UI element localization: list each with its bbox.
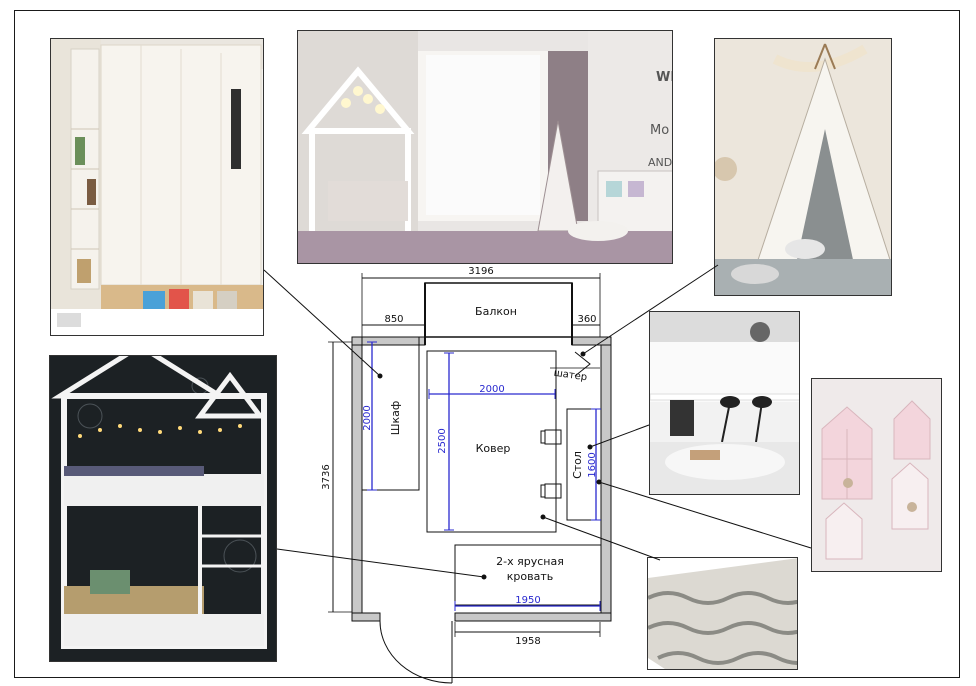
- wall-text-mo: Mo: [650, 123, 669, 138]
- desk-photo: [649, 311, 800, 495]
- wall-text-welco: WELCO: [656, 70, 673, 85]
- wardrobe-photo: [50, 38, 264, 336]
- room-overview-photo: WELCO Mo AND: [297, 30, 673, 264]
- outer-frame: [14, 10, 960, 678]
- carpet-photo: [647, 557, 798, 670]
- bunk-bed-photo: [49, 355, 277, 662]
- wall-text-and: AND: [648, 156, 672, 169]
- house-shelves-photo: [811, 378, 942, 572]
- teepee-photo: [714, 38, 892, 296]
